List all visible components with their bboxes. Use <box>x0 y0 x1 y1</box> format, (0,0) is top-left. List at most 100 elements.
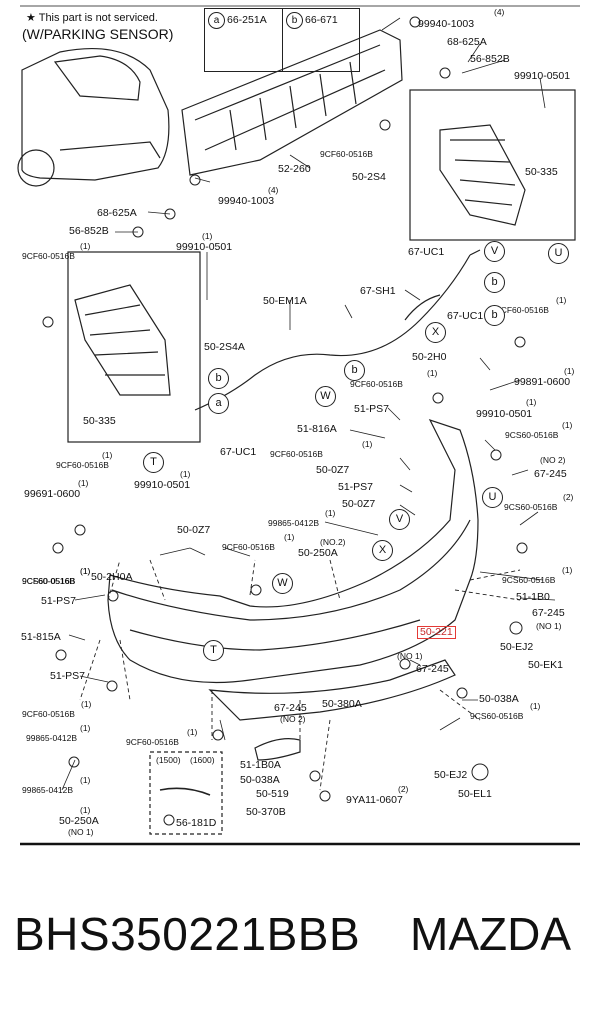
part-label: 67-245 <box>534 468 567 480</box>
part-label: 50-EK1 <box>528 659 564 671</box>
legend-part-a: 66-251A <box>227 14 267 26</box>
diagram-drawing <box>17 5 580 846</box>
qty-label: (NO 1) <box>536 621 562 631</box>
part-label: 67-245 <box>274 702 307 714</box>
part-label: 99910-0501 <box>134 479 191 491</box>
part-label: 51-PS7 <box>50 670 86 682</box>
qty-label: (1) <box>80 805 91 815</box>
callout-circle: X <box>425 322 446 343</box>
part-label: 99691-0600 <box>24 488 81 500</box>
qty-label: (1) <box>102 450 113 460</box>
not-serviced-note: ★ This part is not serviced. <box>26 12 158 24</box>
qty-label: (1) <box>556 295 567 305</box>
part-label: 67-UC1 <box>408 246 445 258</box>
qty-label: (1) <box>284 532 295 542</box>
qty-label: (1) <box>325 508 336 518</box>
part-label: 50-2H0A <box>91 571 133 583</box>
part-label: 50-0Z7 <box>342 498 376 510</box>
part-label: 68-625A <box>447 36 487 48</box>
part-label: 99940-1003 <box>218 195 275 207</box>
part-label: 50-335 <box>525 166 558 178</box>
qty-label: (NO 2) <box>540 455 566 465</box>
qty-label: (NO.2) <box>320 537 346 547</box>
part-label: 51-1B0 <box>516 591 550 603</box>
part-label: 51-PS7 <box>338 481 374 493</box>
car-bumper-line <box>59 141 161 159</box>
qty-label: (1) <box>526 397 537 407</box>
part-label: 9CS60-0516B <box>22 576 76 586</box>
qty-label: (1) <box>180 469 191 479</box>
part-label: 99865-0412B <box>268 518 320 528</box>
part-label: 50-2S4A <box>204 341 245 353</box>
wiring-harness <box>194 254 471 411</box>
callout-circle: W <box>272 573 293 594</box>
part-label: 56-852B <box>69 225 109 237</box>
part-label: 67-UC1 <box>220 446 257 458</box>
part-label: 9CF60-0516B <box>222 542 275 552</box>
bracket-left <box>74 284 171 396</box>
highlighted-part-label[interactable]: 50-221 <box>417 626 456 639</box>
part-number-caption: BHS350221BBB <box>14 908 361 960</box>
qty-label: (1) <box>80 775 91 785</box>
qty-label: (1) <box>202 231 213 241</box>
part-label: 56-181D <box>176 817 217 829</box>
qty-label: (1) <box>562 420 573 430</box>
part-label: 99940-1003 <box>418 18 475 30</box>
qty-label: (1) <box>187 727 198 737</box>
callout-circle: T <box>203 640 224 661</box>
part-label: 50-0Z7 <box>177 524 211 536</box>
reflector <box>254 738 301 761</box>
part-label: 51-815A <box>21 631 61 643</box>
part-label: 51-PS7 <box>41 595 77 607</box>
legend-cell-a: a 66-251A <box>205 9 281 71</box>
callout-circle: U <box>482 487 503 508</box>
qty-label: (2) <box>398 784 409 794</box>
part-label: 50-335 <box>83 415 116 427</box>
part-label: 50-0Z7 <box>316 464 350 476</box>
brand-caption: MAZDA <box>410 908 571 960</box>
qty-label: (NO 1) <box>68 827 94 837</box>
part-label: 9CF60-0516B <box>22 709 75 719</box>
part-label: 9CF60-0516B <box>270 449 323 459</box>
part-label: 99910-0501 <box>476 408 533 420</box>
part-label: 99865-0412B <box>26 733 78 743</box>
variant-label: (1500) <box>156 755 181 765</box>
part-label: 9CF60-0516B <box>126 737 179 747</box>
car-outline <box>21 47 170 181</box>
qty-label: (1) <box>562 565 573 575</box>
part-label: 52-260 <box>278 163 311 175</box>
part-label: 9YA11-0607 <box>346 794 403 806</box>
part-label: 51-PS7 <box>354 403 390 415</box>
part-label: 50-2S4 <box>352 171 386 183</box>
part-label: 56-852B <box>470 53 510 65</box>
car-wheel <box>17 149 55 187</box>
part-label: 9CF60-0516B <box>22 576 75 586</box>
qty-label: (1) <box>530 701 541 711</box>
callout-circle: T <box>143 452 164 473</box>
legend-letter-b: b <box>286 12 303 29</box>
part-label: 9CF60-0516B <box>56 460 109 470</box>
bumper-cover <box>107 418 479 684</box>
callout-circle: U <box>548 243 569 264</box>
part-label: 9CS60-0516B <box>504 502 558 512</box>
part-label: 99865-0412B <box>22 785 74 795</box>
part-label: 9CF60-0516B <box>350 379 403 389</box>
part-label: 50-038A <box>240 774 280 786</box>
legend-part-b: 66-671 <box>305 14 338 26</box>
callout-circle: V <box>389 509 410 530</box>
callout-circle: b <box>344 360 365 381</box>
part-label: 99891-0600 <box>514 376 571 388</box>
part-label: 99910-0501 <box>176 241 233 253</box>
callout-circle: b <box>208 368 229 389</box>
qty-label: (1) <box>427 368 438 378</box>
callout-circle: W <box>315 386 336 407</box>
callout-circle: X <box>372 540 393 561</box>
part-label: 50-250A <box>298 547 338 559</box>
bumper-lower-trim <box>208 659 456 721</box>
qty-label: (1) <box>564 366 575 376</box>
part-label: 67-SH1 <box>360 285 396 297</box>
part-label: 50-EJ2 <box>500 641 534 653</box>
legend-box: a 66-251A b 66-671 <box>204 8 360 72</box>
car-window <box>53 55 141 101</box>
part-label: 51-816A <box>297 423 337 435</box>
